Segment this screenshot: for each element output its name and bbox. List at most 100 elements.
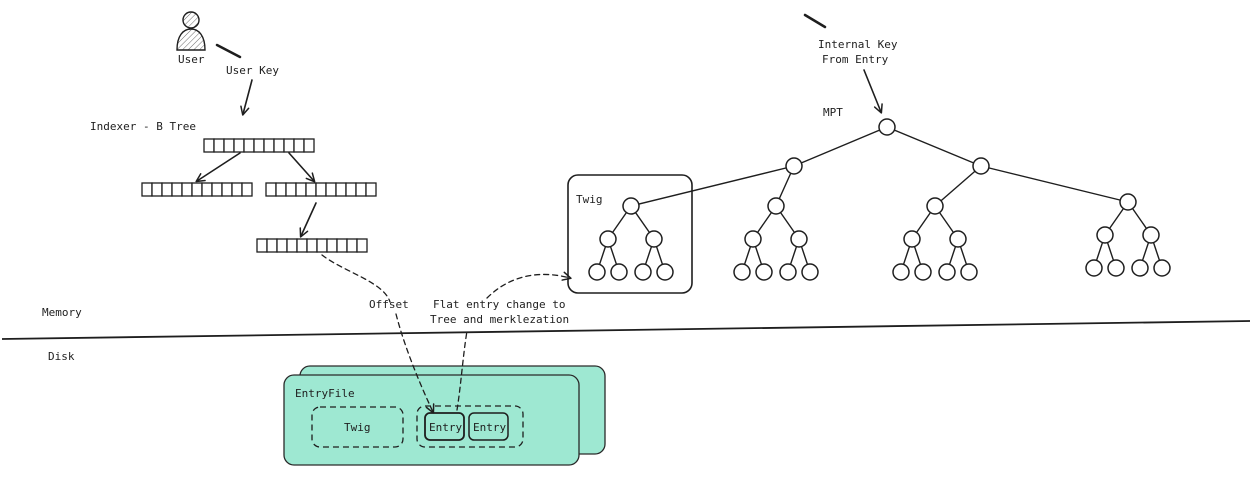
btree-key-cell bbox=[221, 182, 233, 197]
btree-key-cell bbox=[161, 182, 173, 197]
flat-entry-label-line2: Tree and merklezation bbox=[430, 313, 569, 326]
mpt-node bbox=[960, 263, 978, 281]
entry-file-card bbox=[283, 374, 580, 466]
entry-box-1 bbox=[424, 412, 465, 441]
btree-key-cell bbox=[213, 138, 225, 153]
btree-key-cell bbox=[283, 138, 295, 153]
twig-box-label: Twig bbox=[576, 193, 603, 206]
mpt-edge bbox=[980, 165, 1129, 203]
btree-key-cell bbox=[265, 182, 277, 197]
btree-key-cell bbox=[263, 138, 275, 153]
mpt-node bbox=[903, 230, 921, 248]
btree-key-cell bbox=[355, 182, 367, 197]
btree-key-cell bbox=[295, 182, 307, 197]
mpt-title: MPT bbox=[823, 106, 843, 119]
mpt-node bbox=[878, 118, 896, 136]
btree-arrow-down bbox=[299, 202, 317, 238]
btree-root-node bbox=[203, 138, 315, 153]
btree-key-cell bbox=[305, 182, 317, 197]
user-key-label: User Key bbox=[226, 64, 279, 77]
mpt-node bbox=[656, 263, 674, 281]
mpt-node bbox=[1142, 226, 1160, 244]
btree-left-node bbox=[141, 182, 253, 197]
mpt-node bbox=[1107, 259, 1125, 277]
mpt-node bbox=[599, 230, 617, 248]
btree-key-cell bbox=[285, 182, 297, 197]
entry-box-2-label: Entry bbox=[473, 421, 506, 434]
mpt-node bbox=[1096, 226, 1114, 244]
btree-key-cell bbox=[346, 238, 358, 253]
mpt-node bbox=[779, 263, 797, 281]
mpt-node bbox=[972, 157, 990, 175]
entry-group bbox=[416, 405, 524, 448]
btree-key-cell bbox=[356, 238, 368, 253]
btree-key-cell bbox=[203, 138, 215, 153]
mpt-edge bbox=[630, 165, 795, 207]
flat-entry-label-line1: Flat entry change to bbox=[433, 298, 565, 311]
mpt-node bbox=[622, 197, 640, 215]
btree-key-cell bbox=[256, 238, 268, 253]
mpt-node bbox=[767, 197, 785, 215]
entry-file-title: EntryFile bbox=[295, 387, 355, 400]
mpt-node bbox=[588, 263, 606, 281]
btree-key-cell bbox=[151, 182, 163, 197]
disk-label: Disk bbox=[48, 350, 75, 363]
btree-leaf-node bbox=[256, 238, 368, 253]
btree-key-cell bbox=[306, 238, 318, 253]
btree-key-cell bbox=[303, 138, 315, 153]
btree-key-cell bbox=[201, 182, 213, 197]
mpt-node bbox=[645, 230, 663, 248]
btree-key-cell bbox=[325, 182, 337, 197]
btree-key-cell bbox=[315, 182, 327, 197]
btree-key-cell bbox=[336, 238, 348, 253]
btree-key-cell bbox=[241, 182, 253, 197]
btree-key-cell bbox=[326, 238, 338, 253]
mpt-node bbox=[1131, 259, 1149, 277]
memory-label: Memory bbox=[42, 306, 82, 319]
internal-key-tick bbox=[803, 13, 827, 29]
btree-key-cell bbox=[211, 182, 223, 197]
btree-key-cell bbox=[171, 182, 183, 197]
entry-file-twig-group bbox=[311, 406, 404, 448]
btree-key-cell bbox=[365, 182, 377, 197]
offset-arrow-upper bbox=[321, 254, 391, 303]
mpt-edge bbox=[793, 126, 888, 167]
btree-key-cell bbox=[293, 138, 305, 153]
user-icon bbox=[176, 11, 206, 51]
mpt-node bbox=[1085, 259, 1103, 277]
user-label: User bbox=[178, 53, 205, 66]
twig-box bbox=[567, 174, 693, 294]
mpt-node bbox=[634, 263, 652, 281]
entry-box-2 bbox=[468, 412, 509, 441]
mpt-node bbox=[801, 263, 819, 281]
entry-box-1-label: Entry bbox=[429, 421, 462, 434]
btree-key-cell bbox=[273, 138, 285, 153]
indexer-title: Indexer - B Tree bbox=[90, 120, 196, 133]
btree-arrow-left bbox=[195, 152, 241, 183]
mpt-node bbox=[785, 157, 803, 175]
btree-key-cell bbox=[223, 138, 235, 153]
btree-arrow-right bbox=[288, 152, 316, 183]
offset-arrow-lower bbox=[395, 313, 435, 414]
internal-key-label-line2: From Entry bbox=[822, 53, 889, 66]
btree-key-cell bbox=[181, 182, 193, 197]
mpt-node bbox=[610, 263, 628, 281]
entry-file-twig-label: Twig bbox=[344, 421, 371, 434]
btree-key-cell bbox=[316, 238, 328, 253]
mpt-tree-edges bbox=[596, 126, 1163, 273]
btree-key-cell bbox=[286, 238, 298, 253]
btree-key-cell bbox=[253, 138, 265, 153]
btree-key-cell bbox=[296, 238, 308, 253]
merkle-arrow-lower bbox=[456, 330, 468, 411]
mpt-node bbox=[744, 230, 762, 248]
user-figure: User bbox=[176, 11, 206, 66]
mpt-node bbox=[1119, 193, 1137, 211]
btree-key-cell bbox=[276, 238, 288, 253]
btree-key-cell bbox=[243, 138, 255, 153]
mpt-tree-nodes bbox=[588, 118, 1171, 281]
mpt-node bbox=[949, 230, 967, 248]
btree-key-cell bbox=[275, 182, 287, 197]
mpt-node bbox=[1153, 259, 1171, 277]
mpt-node bbox=[733, 263, 751, 281]
